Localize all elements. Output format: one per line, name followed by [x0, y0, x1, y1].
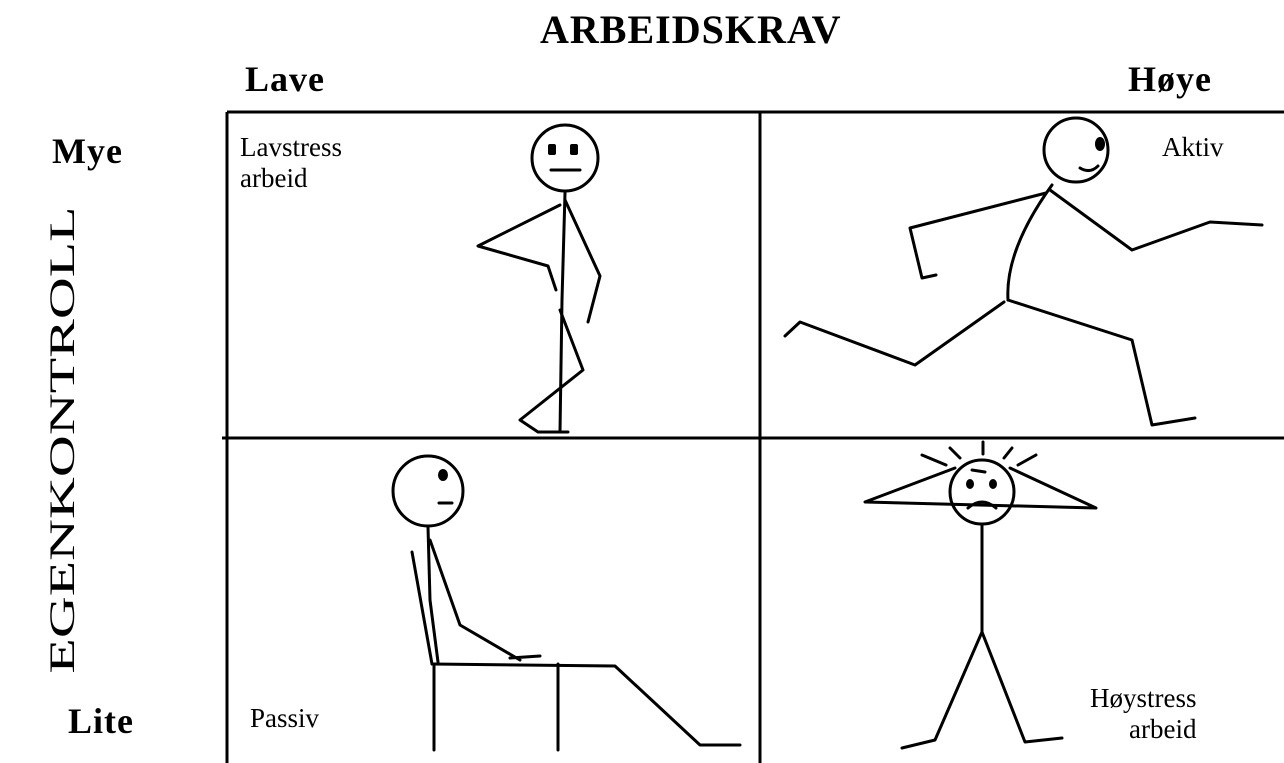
quadrant-grid [222, 110, 1284, 763]
figure-arm [563, 198, 602, 324]
quadrant-label-hoystress: Høystress arbeid [1090, 683, 1197, 745]
figure-eye [548, 144, 556, 155]
figure-body [1006, 183, 1054, 302]
running-figure [783, 116, 1264, 427]
standing-relaxed-figure [476, 123, 602, 434]
figure-arms-on-head [863, 466, 1098, 510]
figure-hand [508, 654, 542, 660]
quadrant-label-line: arbeid [1129, 714, 1197, 744]
quadrant-label-line: arbeid [240, 163, 308, 193]
figure-leg [518, 308, 585, 434]
stressed-figure [863, 440, 1098, 750]
figure-legs [430, 662, 742, 747]
figure-leg [1006, 298, 1197, 427]
figure-arm [908, 191, 1048, 280]
row-label-low: Lite [68, 701, 134, 741]
figure-arm [428, 538, 522, 662]
quadrant-label-line: Høystress [1090, 683, 1197, 713]
stress-mark-icon [1002, 446, 1014, 460]
figure-eye [438, 469, 448, 481]
figure-arm [1048, 188, 1264, 252]
figure-arm [476, 203, 562, 292]
row-label-high: Mye [52, 131, 123, 171]
figure-leg [783, 300, 1006, 367]
figure-eye [1095, 137, 1105, 151]
figure-body [426, 525, 440, 664]
stress-mark-icon [1016, 453, 1038, 467]
column-label-high: Høye [1128, 59, 1212, 99]
stress-mark-icon [920, 453, 948, 467]
figure-brow [970, 468, 987, 474]
figure-leg [980, 630, 1064, 744]
figure-head [948, 458, 1016, 526]
figure-head [1042, 116, 1110, 184]
figure-leg [900, 630, 984, 750]
chart-title: ARBEIDSKRAV [540, 7, 842, 52]
figure-head [391, 454, 465, 528]
figure-eye [570, 144, 578, 155]
quadrant-label-lavstress: Lavstress arbeid [240, 132, 342, 194]
column-label-low: Lave [245, 59, 325, 99]
figure-mouth [1078, 164, 1100, 173]
figure-eye [989, 479, 997, 489]
figure-head [530, 123, 600, 193]
quadrant-label-aktiv: Aktiv [1162, 132, 1224, 162]
sitting-figure [391, 454, 742, 752]
quadrant-label-passiv: Passiv [250, 703, 320, 733]
figure-eye [966, 479, 974, 489]
quadrant-label-line: Lavstress [240, 132, 342, 162]
chair-back [410, 550, 434, 666]
stress-mark-icon [948, 446, 962, 460]
